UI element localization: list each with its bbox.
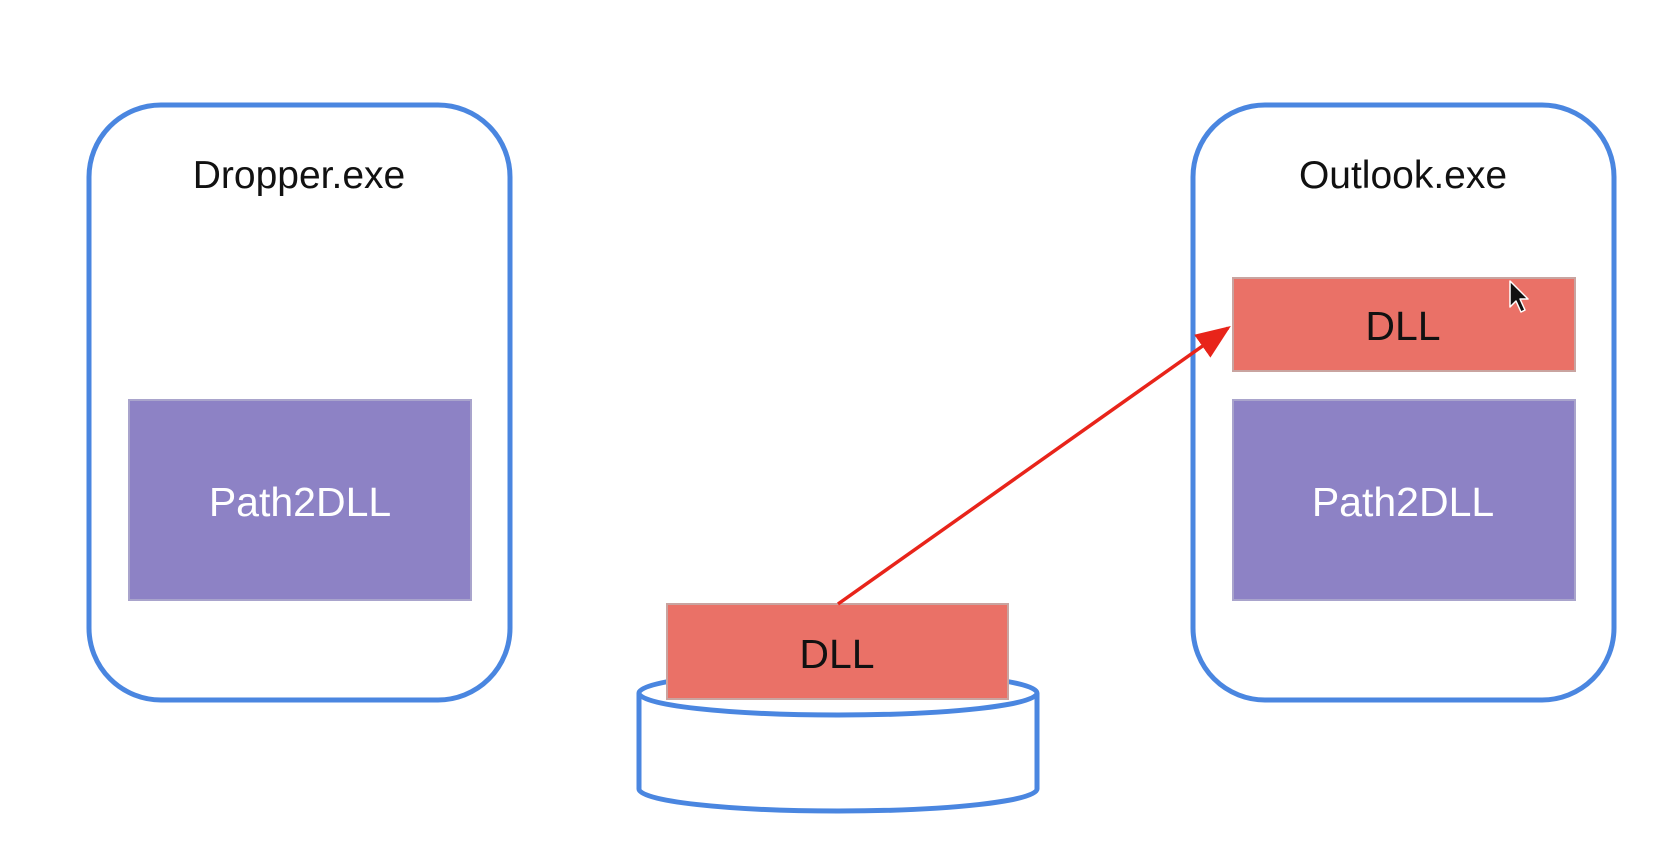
outlook-path2dll-block <box>1232 399 1576 601</box>
outlook-path2dll-label: Path2DLL <box>1312 479 1494 525</box>
dropper-path2dll-block <box>128 399 472 601</box>
disk-body <box>636 693 1040 814</box>
dropper-path2dll-label: Path2DLL <box>209 479 391 525</box>
process-outlook: Outlook.exe DLL Path2DLL <box>1190 102 1617 703</box>
disk-dll-label: DLL <box>799 631 874 677</box>
injection-arrow <box>836 325 1231 606</box>
process-dropper: Dropper.exe Path2DLL <box>86 102 513 703</box>
process-outlook-title: Outlook.exe <box>1299 154 1507 197</box>
outlook-dll-label: DLL <box>1365 303 1440 349</box>
mouse-pointer-icon <box>1509 280 1529 313</box>
process-dropper-title: Dropper.exe <box>193 154 405 197</box>
disk-dll: DLL <box>666 603 1009 700</box>
disk-dll-block <box>666 603 1009 700</box>
